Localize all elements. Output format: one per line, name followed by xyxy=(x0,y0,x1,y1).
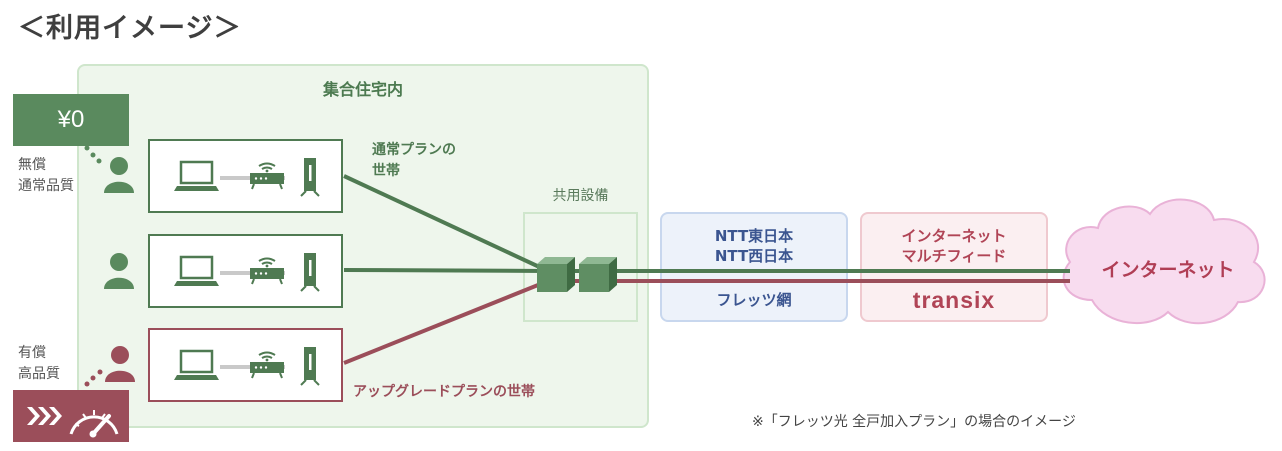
high-speed-badge xyxy=(13,390,129,442)
household-unit-upgrade xyxy=(148,328,343,402)
laptop-icon xyxy=(174,349,219,380)
dotted-connector-top xyxy=(84,145,102,164)
laptop-icon xyxy=(174,255,219,286)
multifeed-label-line-2: マルチフィード xyxy=(901,247,1007,265)
router-icon xyxy=(250,351,284,379)
person-icon-3 xyxy=(105,346,135,382)
shared-equipment-label: 共用設備 xyxy=(552,188,609,204)
transix-logo: transix xyxy=(912,287,996,313)
laptop-icon xyxy=(174,160,219,191)
onu-icon xyxy=(300,253,320,292)
paid-caption-line-1: 有償 xyxy=(18,345,46,361)
speedometer-icon xyxy=(27,407,119,438)
internet-cloud xyxy=(1062,198,1266,325)
home-devices-icon xyxy=(174,253,320,292)
home-devices-icon xyxy=(174,347,320,386)
free-caption-line-1: 無償 xyxy=(18,157,46,173)
person-icon-1 xyxy=(104,157,134,193)
router-icon xyxy=(250,162,284,190)
paid-caption: 有償 高品質 xyxy=(18,343,60,385)
internet-label: インターネット xyxy=(1101,259,1235,281)
free-caption-line-2: 通常品質 xyxy=(18,178,74,194)
shared-switch-icon xyxy=(537,257,617,292)
router-icon xyxy=(250,257,284,285)
connection-lines xyxy=(343,174,1070,365)
multifeed-box xyxy=(860,212,1048,322)
household-unit-normal-2 xyxy=(148,234,343,308)
household-unit-normal-1 xyxy=(148,139,343,213)
page-title: ＜利用イメージ＞ xyxy=(18,13,242,44)
ntt-west-label: NTT西日本 xyxy=(714,247,794,265)
normal-plan-label-line-1: 通常プランの xyxy=(372,142,456,158)
paid-caption-line-2: 高品質 xyxy=(18,366,60,382)
upgrade-plan-label: アップグレードプランの世帯 xyxy=(353,384,535,400)
footnote: ※「フレッツ光 全戸加入プラン」の場合のイメージ xyxy=(752,414,1076,430)
home-devices-icon xyxy=(174,158,320,197)
ntt-flets-box xyxy=(660,212,848,322)
normal-plan-label-line-2: 世帯 xyxy=(372,163,400,179)
onu-icon xyxy=(300,158,320,197)
flets-network-label: フレッツ網 xyxy=(716,291,792,309)
free-price-badge: ¥0 xyxy=(13,94,129,146)
onu-icon xyxy=(300,347,320,386)
normal-plan-label: 通常プランの 世帯 xyxy=(372,140,456,182)
person-icon-2 xyxy=(104,253,134,289)
free-caption: 無償 通常品質 xyxy=(18,155,74,197)
multifeed-label-line-1: インターネット xyxy=(901,227,1007,245)
apartment-complex-label: 集合住宅内 xyxy=(322,80,403,99)
ntt-east-label: NTT東日本 xyxy=(714,227,794,245)
dotted-connector-bottom xyxy=(84,369,103,387)
